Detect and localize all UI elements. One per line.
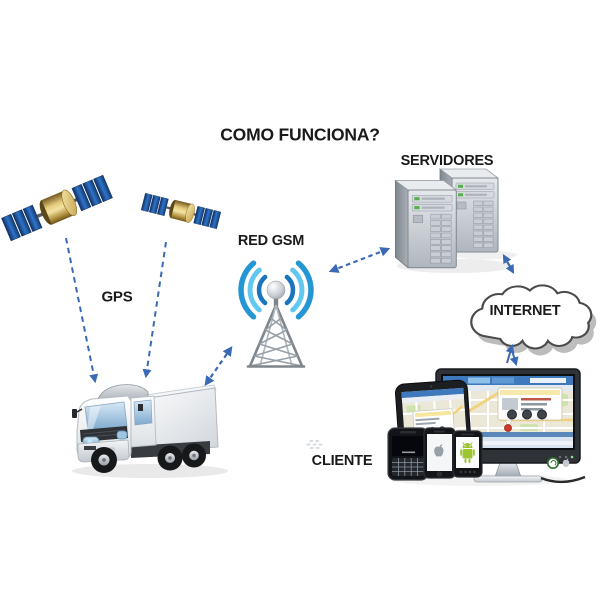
door-window [133,399,153,426]
monitor-screen-map [442,376,573,448]
arrow-internet-client [505,343,519,367]
page-title: COMO FUNCIONA? [220,124,380,145]
rear-wheels [157,443,206,471]
android-phone-icon [452,430,483,478]
blackberry-screen [392,436,424,456]
servidores-label: SERVIDORES [400,153,494,169]
browser-badge-icon [546,456,559,469]
red-gsm-label: RED GSM [237,233,305,249]
client-devices-icon [306,368,586,486]
gps-label: GPS [101,288,133,306]
radio-waves-icon [238,260,314,320]
android-robot-icon [460,442,475,463]
cliente-label: CLIENTE [311,453,373,469]
gsm-tower-icon [238,260,314,368]
side-mirror [72,409,77,418]
map-pin-icon [504,424,512,432]
iphone-icon [423,427,456,479]
server-towers-icon [394,168,517,273]
truck-icon [72,384,228,478]
arrow-satellite2-truck [142,241,167,379]
blackberry-icon [306,427,429,481]
blackberry-keyboard [392,458,424,476]
tower-lattice [246,303,306,368]
map-popup [497,387,563,429]
arrow-truck-tower [204,345,233,387]
blackberry-logo-icon [306,440,415,454]
server-left [394,180,457,269]
tower-mast [273,296,279,306]
arrow-tower-servers [328,247,391,273]
satellite-1-icon [0,173,114,243]
internet-label: INTERNET [489,303,561,319]
arrow-satellite1-truck [65,237,99,384]
apple-badge-icon [562,458,570,467]
internet-cloud-icon [470,284,597,356]
antenna-sphere [266,280,286,300]
apple-logo-icon [434,444,444,457]
satellite-2-icon [140,191,222,231]
arrow-servers-internet [502,254,515,274]
